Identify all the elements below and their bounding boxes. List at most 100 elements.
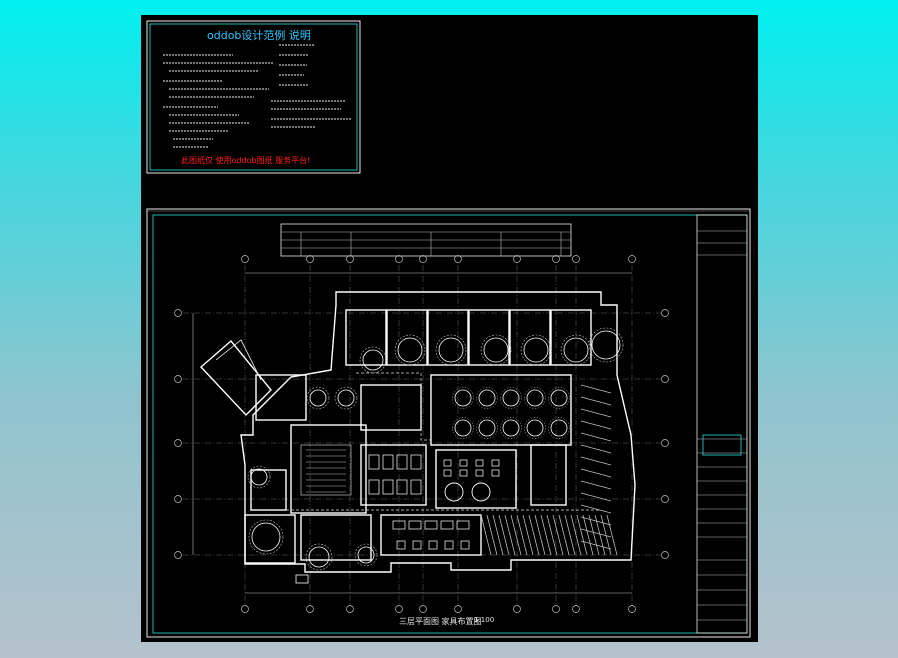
scale-label: 1:100 bbox=[474, 616, 495, 624]
corridor-line bbox=[356, 372, 431, 441]
schedule-table-lines bbox=[281, 231, 571, 256]
dining-table bbox=[392, 520, 406, 530]
chair-ring bbox=[334, 386, 358, 410]
banquet-chairs bbox=[500, 387, 522, 409]
chair-ring bbox=[588, 327, 624, 363]
banquet-table bbox=[478, 419, 496, 437]
banquet-chairs bbox=[548, 387, 570, 409]
dining-table bbox=[368, 479, 380, 495]
hatch-line bbox=[486, 514, 498, 556]
round-table bbox=[591, 330, 621, 360]
banquet-chairs bbox=[452, 417, 474, 439]
hatch-line bbox=[492, 514, 504, 556]
outer-wall bbox=[240, 291, 636, 573]
round-table bbox=[357, 546, 375, 564]
private-room bbox=[345, 309, 387, 366]
axis-bubble bbox=[454, 255, 462, 263]
hatch-line bbox=[606, 514, 618, 556]
lounge-chair bbox=[475, 469, 484, 477]
axis-bubble bbox=[628, 255, 636, 263]
hatch-line bbox=[480, 514, 492, 556]
axis-bubble bbox=[395, 255, 403, 263]
chair-ring bbox=[394, 334, 426, 366]
hatch-line bbox=[580, 432, 612, 442]
hatch-line bbox=[552, 514, 564, 556]
chair bbox=[412, 540, 422, 550]
round-table bbox=[471, 482, 491, 502]
banquet-chairs bbox=[500, 417, 522, 439]
cad-drawing bbox=[146, 20, 751, 638]
private-room bbox=[468, 309, 510, 366]
lounge bbox=[435, 449, 517, 509]
notes-title: oddob设计范例 说明 bbox=[207, 29, 311, 42]
banquet-table bbox=[550, 419, 568, 437]
dining-table bbox=[408, 520, 422, 530]
hatch-line bbox=[580, 492, 612, 502]
banquet-table bbox=[502, 389, 520, 407]
axis-bubble bbox=[419, 255, 427, 263]
hatch-line bbox=[580, 396, 612, 406]
banquet-table bbox=[550, 389, 568, 407]
lounge-chair bbox=[459, 469, 468, 477]
lounge-chair bbox=[443, 469, 452, 477]
floor-plan-furniture bbox=[247, 327, 624, 571]
lounge-chair bbox=[475, 459, 484, 467]
balcony-rail bbox=[215, 339, 262, 381]
hatch-line bbox=[498, 514, 510, 556]
floor-plan-walls bbox=[199, 291, 636, 584]
private-room bbox=[250, 469, 287, 511]
round-table bbox=[397, 337, 423, 363]
lounge-chair bbox=[491, 469, 500, 477]
round-table bbox=[250, 468, 268, 486]
round-table bbox=[563, 337, 589, 363]
axis-bubble bbox=[513, 255, 521, 263]
round-table bbox=[362, 349, 384, 371]
private-room bbox=[255, 374, 307, 421]
axis-bubble bbox=[306, 255, 314, 263]
round-table bbox=[483, 337, 509, 363]
lounge-chair bbox=[491, 459, 500, 467]
axis-bubble bbox=[174, 439, 182, 447]
hatch-line bbox=[564, 514, 576, 556]
title-block-rows bbox=[697, 230, 747, 621]
banquet-chairs bbox=[524, 417, 546, 439]
round-table bbox=[251, 522, 281, 552]
axis-bubble bbox=[552, 255, 560, 263]
hatch-line bbox=[522, 514, 534, 556]
axis-bubble bbox=[661, 439, 669, 447]
axis-bubble bbox=[552, 605, 560, 613]
chair bbox=[428, 540, 438, 550]
chair-ring bbox=[520, 334, 552, 366]
banquet-table bbox=[526, 419, 544, 437]
hatch-line bbox=[588, 514, 600, 556]
chair bbox=[460, 540, 470, 550]
chair-ring bbox=[247, 465, 271, 489]
axis-bubble bbox=[174, 375, 182, 383]
banquet-table bbox=[478, 389, 496, 407]
notes-warning: 此图纸仅 使用oddob图纸 服务平台! bbox=[181, 156, 311, 165]
private-room bbox=[244, 514, 296, 564]
axis-grid bbox=[174, 255, 669, 613]
dining-table bbox=[382, 454, 394, 470]
axis-bubble bbox=[174, 309, 182, 317]
banquet-chairs bbox=[476, 417, 498, 439]
hatch-line bbox=[582, 514, 594, 556]
notes-panel bbox=[146, 20, 361, 174]
axis-bubble bbox=[395, 605, 403, 613]
hatch-line bbox=[580, 540, 612, 550]
service-room bbox=[530, 444, 567, 506]
dining-table bbox=[396, 454, 408, 470]
chair-ring bbox=[354, 543, 378, 567]
axis-bubble bbox=[454, 605, 462, 613]
round-table bbox=[438, 337, 464, 363]
entry-box bbox=[295, 574, 309, 584]
hatch-line bbox=[540, 514, 552, 556]
dining-table bbox=[410, 454, 422, 470]
axis-bubble bbox=[513, 605, 521, 613]
chair-ring bbox=[435, 334, 467, 366]
axis-bubble bbox=[572, 605, 580, 613]
private-room bbox=[300, 514, 372, 561]
round-table bbox=[309, 389, 327, 407]
hatch-line bbox=[516, 514, 528, 556]
stair-core bbox=[290, 424, 367, 514]
